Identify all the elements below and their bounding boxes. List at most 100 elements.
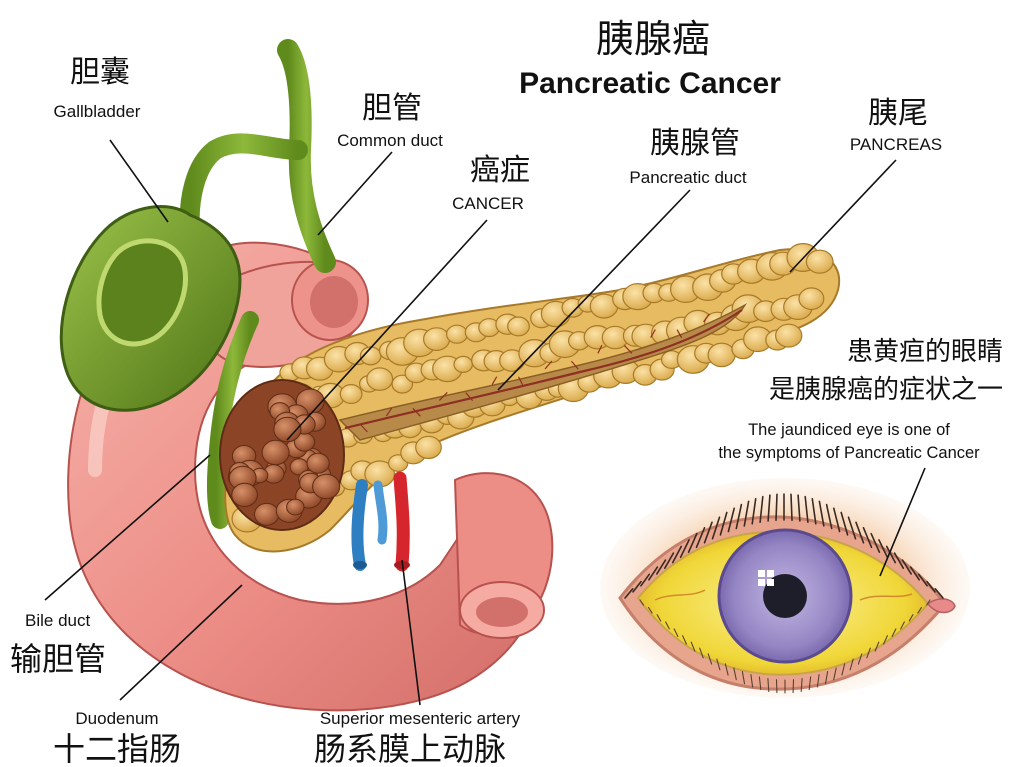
pancreas-lobule [415,435,442,460]
eyelash-lower [833,667,837,681]
eyelash-lower [891,628,897,638]
pancreas-lobule [805,249,834,274]
eyelashes [624,493,944,694]
eyelash-lower [673,628,679,638]
leader-gallbladder [109,139,169,223]
eyelash [818,500,825,527]
mesenteric-vessels [351,471,410,572]
label-bile-duct-en: Bile duct [25,611,90,630]
eyelash [775,493,778,522]
eyelash [825,503,833,530]
pancreas-lobule [507,316,530,337]
biliary-system [59,39,336,529]
duct-branch [438,391,448,401]
tumor-nodule [231,482,258,507]
eyelash [695,526,706,549]
eyelash-lower [917,606,923,614]
eyelash [632,580,642,593]
jaundiced-eye [600,478,970,698]
leader-sma [401,559,421,706]
title-zh: 胰腺癌 [596,17,710,61]
mesenteric-vein-branch [373,480,388,545]
eyelash [767,494,771,522]
label-sma-zh: 肠系膜上动脉 [314,730,506,767]
tumor-nodule [273,416,302,443]
duct-branch [570,360,579,370]
eyelash-lower [733,667,737,681]
label-duodenum-en: Duodenum [75,709,158,728]
eye-vein-2 [859,593,913,601]
eyelash-lower [857,653,863,665]
tumor-nodule [254,502,280,526]
label-cancer-en: CANCER [452,194,524,213]
duct-branch [623,344,633,354]
eye-note-en-line2: the symptoms of Pancreatic Cancer [718,444,980,462]
eyelash [797,494,801,522]
label-duodenum-zh: 十二指肠 [53,730,181,767]
eyelash-lower [926,599,931,606]
label-common-duct-en: Common duct [337,131,443,150]
eyelash [934,587,944,599]
pancreas-lobule [366,367,394,391]
eyelash-lower [656,614,662,622]
bile-duct-tube [206,311,259,529]
eyelash-lower [767,678,770,693]
eyelash [759,495,764,524]
tumor-nodule [306,452,330,474]
eyelash [855,521,865,544]
pancreas-lobule [707,342,736,368]
eyelash-lower [639,599,644,606]
label-cancer-zh: 癌症 [470,153,530,188]
eyelash [624,587,634,599]
eyelash-lower [874,641,880,652]
label-common-duct-zh: 胆管 [362,91,422,126]
eyelash [640,573,651,587]
eyelash-lower [699,647,704,659]
eyelash-lower [707,653,713,665]
label-sma-en: Superior mesenteric artery [320,709,521,728]
eyelash [847,516,857,540]
eyelash [655,559,667,575]
eye-highlight-3 [758,579,765,586]
eyelash [671,545,683,564]
duct-branch [359,423,368,433]
eyelash-lower [900,621,905,630]
jejunum-opening-inner [476,597,528,627]
eyelash-lower [647,606,653,614]
eyelash [840,511,849,536]
label-bile-duct-zh: 输胆管 [10,640,106,678]
eyelash-lower [808,676,812,691]
label-pancreatic-duct-zh: 胰腺管 [650,126,740,161]
gallbladder-inner [96,238,188,347]
eyelash-lower [741,671,746,685]
eyelash [751,497,757,525]
eyelash [648,566,659,581]
tumor-nodule [261,439,290,466]
leader-bile-duct [44,454,211,601]
eyelash-lower [816,674,820,688]
label-pancreas-tail-zh: 胰尾 [868,96,928,131]
eyelash [870,532,881,554]
duct-branch [650,329,656,338]
eyelash [832,507,841,533]
leader-common-duct [317,151,393,236]
eyelash [743,500,750,527]
pancreas-lobule [775,323,803,348]
label-gallbladder-zh: 胆囊 [70,55,130,90]
duct-branch [385,407,393,417]
eyelash [878,539,889,559]
eye-highlight-4 [767,579,774,586]
eyelash-lower [758,676,762,691]
duct-branch [491,376,498,385]
leader-pancreatic-duct [497,189,691,391]
eyelash [901,559,913,575]
leader-eye [879,467,926,577]
mesenteric-vein [351,479,368,571]
pancreas-lobule [423,327,451,352]
eyelash [679,539,690,559]
superior-mesenteric-artery [393,471,410,572]
eyelash [687,532,698,554]
pancreas-lobule [798,287,825,311]
eyelash [893,552,905,570]
eyelash [663,552,675,570]
